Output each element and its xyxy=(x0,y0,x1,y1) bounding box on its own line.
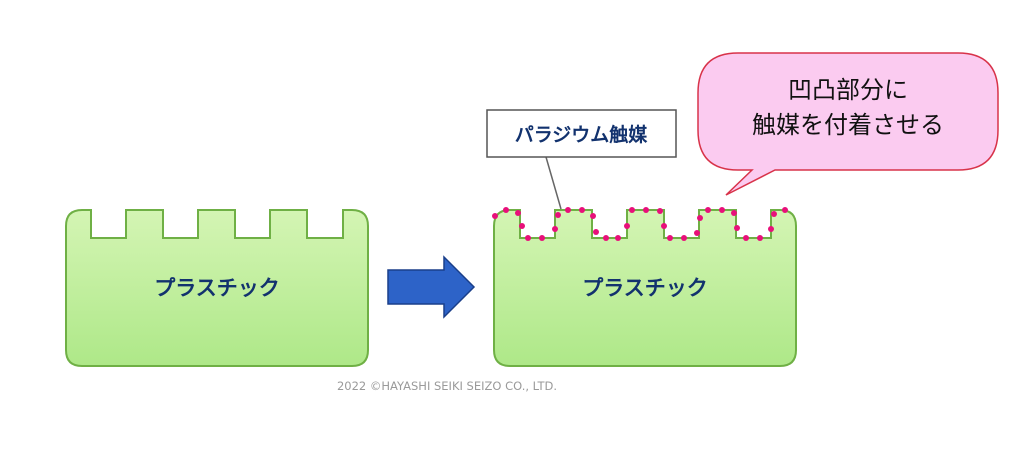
catalyst-dot xyxy=(782,207,788,213)
catalyst-dot xyxy=(743,235,749,241)
left-block-label: プラスチック xyxy=(154,276,280,300)
catalyst-dot xyxy=(629,207,635,213)
catalyst-dot xyxy=(515,210,521,216)
catalyst-dots xyxy=(492,207,788,241)
speech-bubble-line2: 触媒を付着させる xyxy=(752,111,944,139)
catalyst-dot xyxy=(661,223,667,229)
speech-bubble-line1: 凹凸部分に xyxy=(788,76,908,104)
catalyst-dot xyxy=(579,207,585,213)
catalyst-dot xyxy=(603,235,609,241)
process-arrow xyxy=(387,255,476,319)
catalyst-dot xyxy=(503,207,509,213)
catalyst-dot xyxy=(705,207,711,213)
speech-bubble xyxy=(697,52,999,196)
catalyst-dot xyxy=(697,215,703,221)
copyright-notice: 2022 ©HAYASHI SEIKI SEIZO CO., LTD. xyxy=(337,379,557,393)
catalyst-callout-label: パラジウム触媒 xyxy=(515,123,649,146)
catalyst-dot xyxy=(552,226,558,232)
catalyst-dot xyxy=(565,207,571,213)
catalyst-dot xyxy=(615,235,621,241)
catalyst-dot xyxy=(593,229,599,235)
catalyst-dot xyxy=(590,213,596,219)
catalyst-dot xyxy=(492,213,498,219)
right-block-label: プラスチック xyxy=(582,276,708,300)
catalyst-dot xyxy=(734,225,740,231)
catalyst-dot xyxy=(657,208,663,214)
catalyst-dot xyxy=(667,235,673,241)
catalyst-dot xyxy=(694,230,700,236)
catalyst-dot xyxy=(719,207,725,213)
catalyst-dot xyxy=(643,207,649,213)
catalyst-dot xyxy=(555,212,561,218)
catalyst-dot xyxy=(757,235,763,241)
catalyst-callout-box xyxy=(486,109,677,158)
catalyst-dot xyxy=(539,235,545,241)
left-plastic-block xyxy=(65,209,369,367)
callout-leader-line xyxy=(545,156,562,210)
catalyst-dot xyxy=(768,226,774,232)
catalyst-dot xyxy=(519,223,525,229)
catalyst-dot xyxy=(624,223,630,229)
catalyst-dot xyxy=(731,210,737,216)
catalyst-dot xyxy=(771,211,777,217)
catalyst-dot xyxy=(525,235,531,241)
catalyst-dot xyxy=(681,235,687,241)
